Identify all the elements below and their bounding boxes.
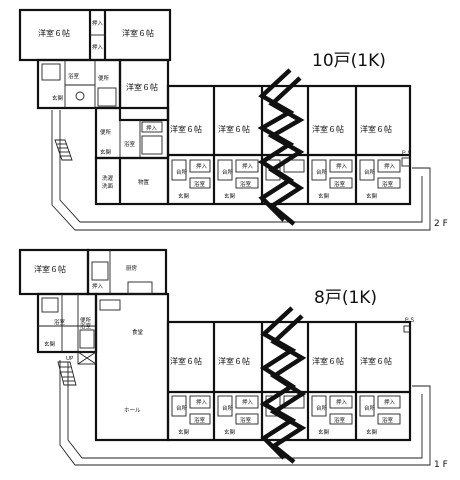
upper-bath-label: 浴室 <box>68 72 80 80</box>
lower-room-label: 洋室６帖 <box>218 356 250 366</box>
upper-floor-plan: 洋室６帖 洋室６帖 押入 押入 洋室６帖 便所 浴室 玄関 便所 押入 浴室 玄… <box>18 8 448 231</box>
lower-bath-label: 浴室 <box>54 318 66 326</box>
upper-room-label: 洋室６帖 <box>312 124 344 134</box>
lower-closet-label: 押入 <box>196 398 208 406</box>
lower-bath-label: 浴室 <box>382 416 394 424</box>
upper-bath-label: 浴室 <box>194 180 206 188</box>
upper-room-label: 洋室６帖 <box>170 124 202 134</box>
upper-closet-label: 押入 <box>242 162 254 170</box>
lower-kitchen-label: 台所 <box>176 404 188 412</box>
upper-kitchen-label: 台所 <box>316 168 328 176</box>
upper-room-label: 洋室６帖 <box>360 124 392 134</box>
upper-ps-label: ＰＳ <box>401 150 412 157</box>
lower-room-label: 洋室６帖 <box>312 356 344 366</box>
lower-kitchen-label: 台所 <box>364 404 376 412</box>
upper-room-label: 洋室６帖 <box>126 82 158 92</box>
upper-bath-label: 浴室 <box>124 140 136 148</box>
upper-entrance-label: 玄関 <box>178 192 190 200</box>
upper-entrance-label: 玄関 <box>224 192 236 200</box>
upper-closet-label: 押入 <box>384 162 396 170</box>
lower-kitchen-label: 台所 <box>316 404 328 412</box>
lower-bath-label: 浴室 <box>80 322 92 330</box>
upper-toilet-label: 便所 <box>98 74 110 82</box>
upper-room-label: 洋室６帖 <box>38 28 70 38</box>
lower-entrance-label: 玄関 <box>178 428 190 436</box>
upper-kitchen-label: 台所 <box>176 168 188 176</box>
upper-room-label: 洋室６帖 <box>218 124 250 134</box>
lower-floor-plan: 洋室６帖 厨房 押入 浴室 玄関 便所 浴室 UP 食堂 ホール 洋室６帖 洋室… <box>18 248 448 470</box>
lower-entrance-label: 玄関 <box>44 340 56 348</box>
lower-entrance-label: 玄関 <box>366 428 378 436</box>
upper-closet-label: 押入 <box>92 19 104 27</box>
upper-balcony-outline <box>51 110 431 231</box>
lower-bath-label: 浴室 <box>240 416 252 424</box>
lower-bath-label: 浴室 <box>194 416 206 424</box>
lower-entrance-label: 玄関 <box>318 428 330 436</box>
upper-laundry-label: 洗濯 <box>102 174 114 182</box>
upper-closet-label: 押入 <box>336 162 348 170</box>
upper-bath-label: 浴室 <box>334 180 346 188</box>
upper-kitchen-label: 台所 <box>222 168 234 176</box>
upper-washroom-label: 洗面 <box>102 182 114 190</box>
lower-closet-label: 押入 <box>384 398 396 406</box>
upper-storage-label: 物置 <box>138 178 150 186</box>
upper-closet-label: 押入 <box>92 43 104 51</box>
lower-kitchen-label: 台所 <box>222 404 234 412</box>
lower-stairs <box>57 361 77 386</box>
upper-entrance-label: 玄関 <box>100 148 112 156</box>
lower-cooking-room-label: 厨房 <box>126 264 138 272</box>
upper-closet-label: 押入 <box>196 162 208 170</box>
lower-bath-label: 浴室 <box>334 416 346 424</box>
upper-bath-label: 浴室 <box>240 180 252 188</box>
upper-room-label: 洋室６帖 <box>122 28 154 38</box>
lower-toilet-label: 便所 <box>80 316 92 324</box>
upper-entrance-label: 玄関 <box>52 94 64 102</box>
lower-room-label: 洋室６帖 <box>170 356 202 366</box>
lower-dining-label: 食堂 <box>132 328 144 336</box>
lower-entrance-label: 玄関 <box>224 428 236 436</box>
upper-entrance-label: 玄関 <box>366 192 378 200</box>
upper-closet-label: 押入 <box>146 124 158 132</box>
lower-closet-label: 押入 <box>242 398 254 406</box>
lower-room-label: 洋室６帖 <box>360 356 392 366</box>
lower-floor-label: 1 F <box>434 460 448 470</box>
upper-kitchen-label: 台所 <box>364 168 376 176</box>
upper-toilet-label: 便所 <box>100 128 112 136</box>
lower-room-label: 洋室６帖 <box>34 264 66 274</box>
lower-up-label: UP <box>66 356 74 362</box>
lower-closet-label: 押入 <box>92 282 104 290</box>
lower-ps-label: ＰＳ <box>404 317 415 324</box>
upper-unit-count: 10戸(1K) <box>312 51 386 71</box>
upper-stairs <box>54 139 73 161</box>
upper-entrance-label: 玄関 <box>318 192 330 200</box>
upper-floor-label: 2 F <box>434 219 448 229</box>
lower-unit-count: 8戸(1K) <box>314 288 377 308</box>
lower-closet-label: 押入 <box>336 398 348 406</box>
upper-bath-label: 浴室 <box>382 180 394 188</box>
lower-hall-label: ホール <box>124 407 141 414</box>
upper-service-fixtures <box>171 159 401 189</box>
